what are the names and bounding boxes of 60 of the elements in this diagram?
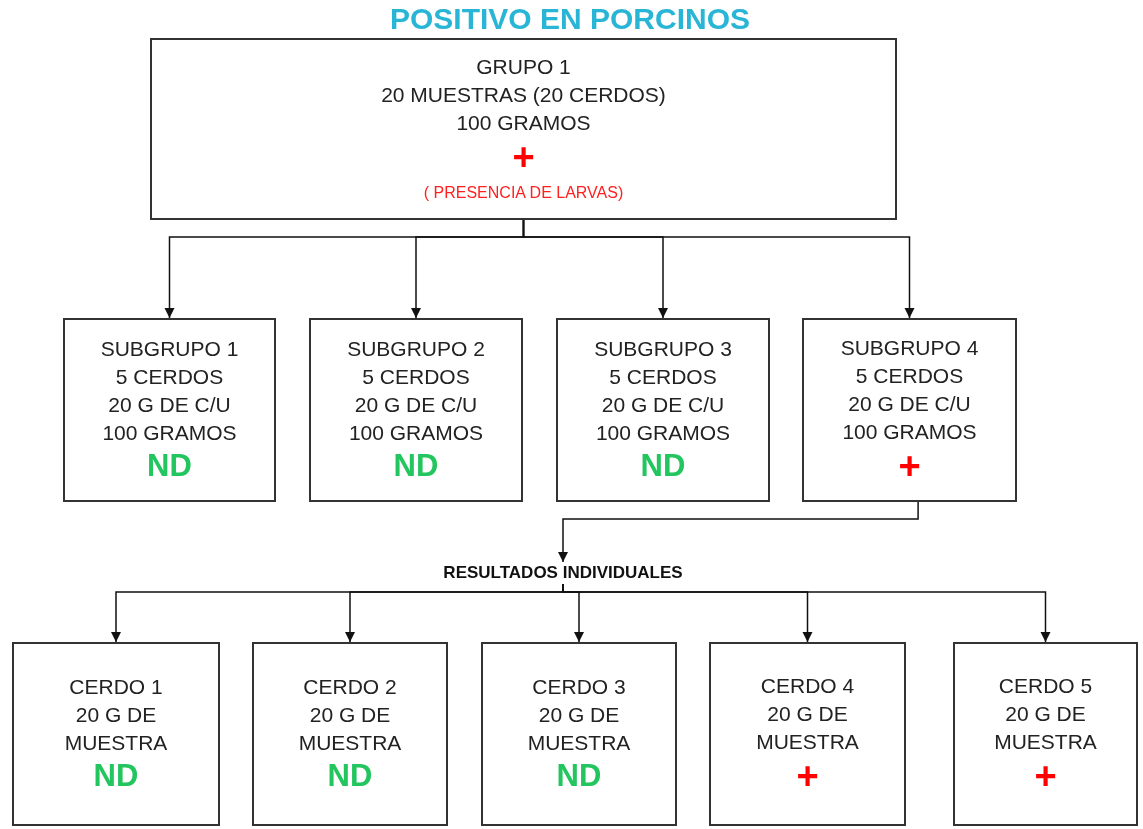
box-text: 20 G DE (538, 702, 620, 728)
box-text: 20 G DE C/U (601, 392, 725, 418)
box-text: MUESTRA (298, 730, 402, 756)
box-text: MUESTRA (64, 730, 168, 756)
result-sign: + (1034, 756, 1057, 796)
box-text: MUESTRA (527, 730, 631, 756)
box-text: 100 GRAMOS (102, 420, 237, 446)
section-heading: RESULTADOS INDIVIDUALES (400, 562, 726, 584)
arrow (522, 219, 915, 319)
box-text: CERDO 2 (303, 674, 397, 700)
result-box (150, 38, 897, 220)
box-text: SUBGRUPO 1 (100, 336, 239, 362)
result-text: ND (93, 757, 139, 795)
box-text: CERDO 4 (760, 673, 855, 699)
box-text: 100 GRAMOS (456, 110, 591, 136)
result-box (953, 642, 1138, 826)
box-text: 20 G DE (1005, 701, 1086, 727)
result-box (252, 642, 448, 826)
box-text: 5 CERDOS (855, 363, 964, 389)
box-text: GRUPO 1 (476, 54, 571, 80)
result-box (12, 642, 220, 826)
box-text: MUESTRA (994, 729, 1097, 755)
result-box (709, 642, 906, 826)
diagram-title: POSITIVO EN PORCINOS (388, 2, 752, 36)
box-text: MUESTRA (756, 729, 859, 755)
box-text: 100 GRAMOS (348, 420, 484, 446)
result-sign: + (796, 756, 819, 796)
box-text: CERDO 3 (532, 674, 626, 700)
box-text: 20 G DE (75, 702, 157, 728)
box-text: 20 G DE C/U (354, 392, 478, 418)
arrow (557, 501, 919, 563)
box-text: 5 CERDOS (115, 364, 224, 390)
result-text: ND (393, 447, 439, 485)
box-text: SUBGRUPO 2 (347, 336, 485, 362)
note-text: ( PRESENCIA DE LARVAS) (423, 183, 624, 203)
box-text: 100 GRAMOS (842, 419, 977, 445)
result-box (63, 318, 276, 502)
box-text: 5 CERDOS (609, 364, 717, 390)
box-text: CERDO 1 (69, 674, 163, 700)
result-text: ND (640, 447, 686, 485)
box-text: 20 G DE C/U (108, 392, 231, 418)
result-text: ND (556, 757, 602, 795)
box-text: CERDO 5 (998, 673, 1093, 699)
result-sign: + (898, 446, 921, 486)
box-text: SUBGRUPO 4 (840, 335, 979, 361)
box-text: SUBGRUPO 3 (594, 336, 732, 362)
arrow (562, 583, 1051, 643)
box-text: 20 G DE (767, 701, 848, 727)
result-text: ND (327, 757, 373, 795)
result-box (481, 642, 677, 826)
result-box (556, 318, 770, 502)
result-box (309, 318, 523, 502)
box-text: 20 MUESTRAS (20 CERDOS) (381, 82, 666, 108)
box-text: 20 G DE (309, 702, 391, 728)
result-text: ND (147, 447, 192, 485)
box-text: 20 G DE C/U (848, 391, 971, 417)
result-box (802, 318, 1017, 502)
box-text: 5 CERDOS (362, 364, 470, 390)
box-text: 100 GRAMOS (595, 420, 731, 446)
result-sign: + (512, 137, 535, 177)
